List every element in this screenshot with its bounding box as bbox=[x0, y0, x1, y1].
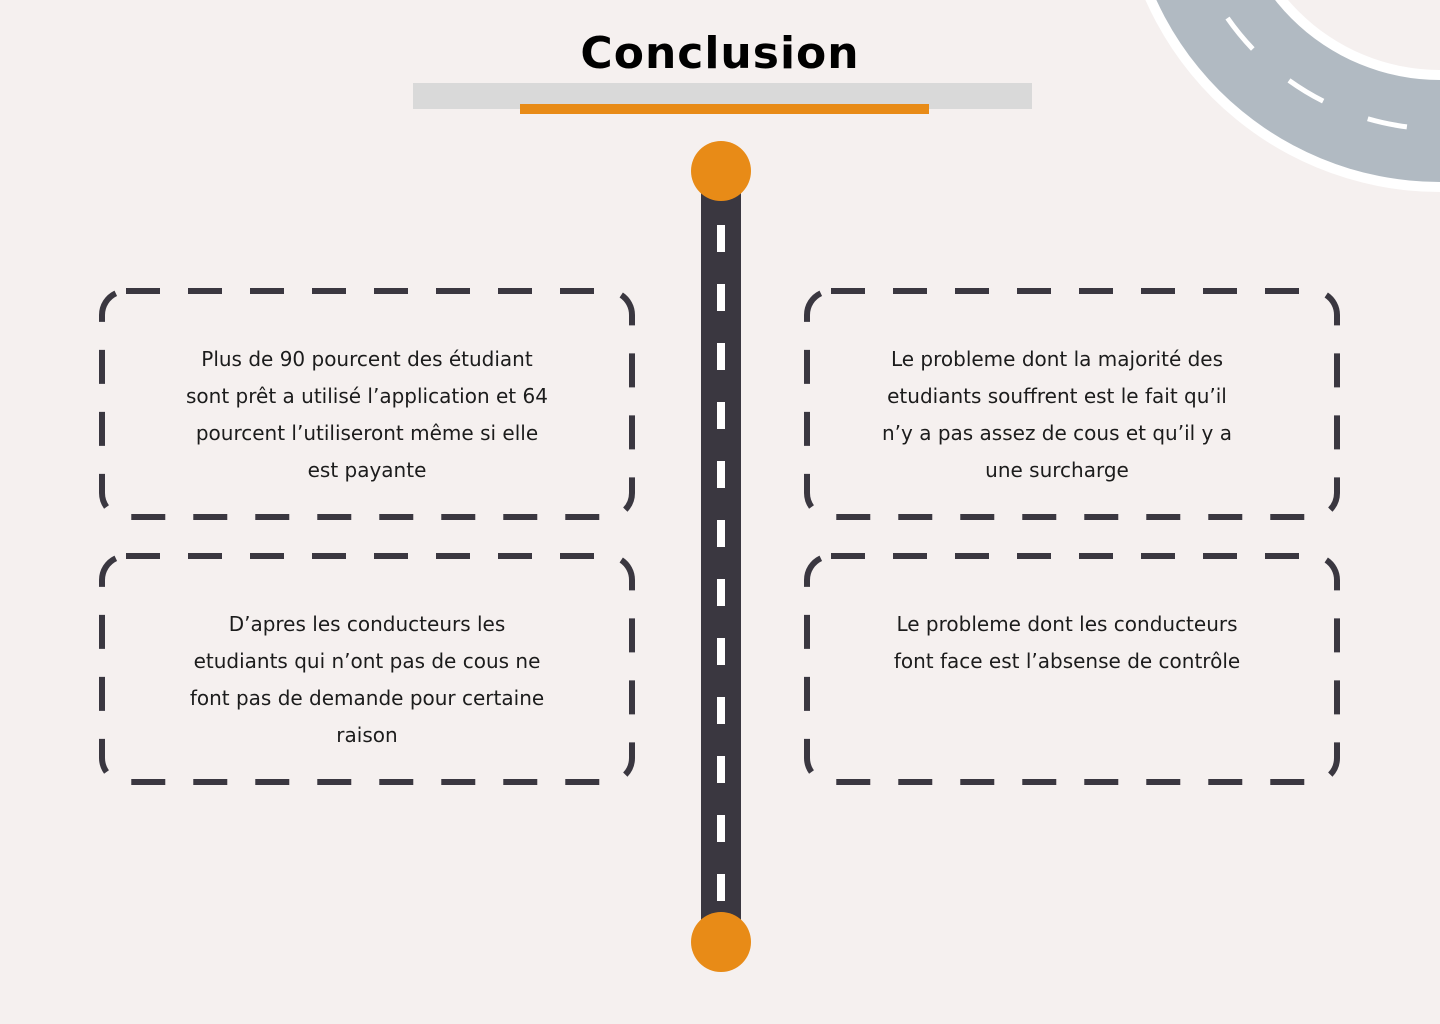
card-bottom-right: Le probleme dont les conducteurs font fa… bbox=[807, 606, 1327, 680]
top-node bbox=[691, 141, 751, 201]
card-top-left: Plus de 90 pourcent des étudiant sont pr… bbox=[102, 341, 632, 489]
title-underline-accent bbox=[520, 104, 929, 114]
card-bottom-left: D’apres les conducteurs les etudiants qu… bbox=[102, 606, 632, 754]
bottom-node bbox=[691, 912, 751, 972]
card-top-left-text: Plus de 90 pourcent des étudiant sont pr… bbox=[186, 347, 548, 482]
card-top-right-text: Le probleme dont la majorité des etudian… bbox=[881, 347, 1233, 482]
card-top-right: Le probleme dont la majorité des etudian… bbox=[807, 341, 1307, 489]
card-bottom-right-text: Le probleme dont les conducteurs font fa… bbox=[893, 612, 1241, 673]
page-title: Conclusion bbox=[580, 28, 860, 79]
card-bottom-left-text: D’apres les conducteurs les etudiants qu… bbox=[189, 612, 545, 747]
